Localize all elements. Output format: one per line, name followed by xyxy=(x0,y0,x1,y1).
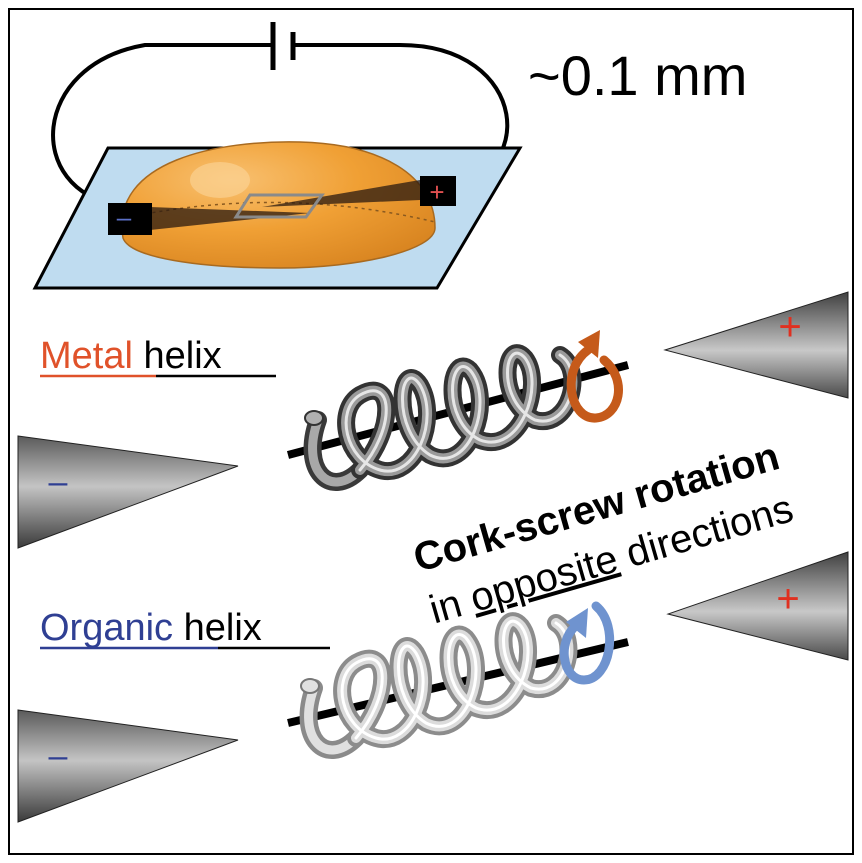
droplet-rim xyxy=(124,201,436,223)
tip-negative-top: – xyxy=(17,435,239,549)
metal-suffix: helix xyxy=(133,335,222,377)
sample-chamber xyxy=(233,193,325,219)
counterclockwise-arrow-icon xyxy=(559,601,615,685)
organic-helix-label: Organic helix xyxy=(40,607,262,649)
droplet-highlight xyxy=(190,162,250,198)
organic-word: Organic xyxy=(40,607,173,649)
tip-positive-bottom: + xyxy=(666,551,849,661)
negative-sign-inset: – xyxy=(117,202,132,232)
positive-electrode: + xyxy=(420,176,456,207)
tip-negative-bottom-sign: – xyxy=(49,737,68,775)
circuit-inset: – + xyxy=(32,22,523,290)
metal-helix-label: Metal helix xyxy=(40,335,222,377)
metal-word: Metal xyxy=(40,335,133,377)
battery-icon xyxy=(270,22,296,70)
tip-positive-bottom-sign: + xyxy=(776,577,799,621)
tip-positive-top: + xyxy=(663,291,849,399)
tip-negative-bottom: – xyxy=(17,709,239,823)
organic-suffix: helix xyxy=(173,607,262,649)
organic-helix xyxy=(287,612,629,759)
positive-sign-inset: + xyxy=(429,177,444,207)
electrode-wedge-left xyxy=(150,207,310,230)
tip-negative-top-sign: – xyxy=(49,463,68,501)
scale-label: ~0.1 mm xyxy=(528,44,747,107)
clockwise-arrow-icon xyxy=(566,330,623,423)
metal-helix xyxy=(286,344,630,491)
electrode-wedge-right xyxy=(262,180,420,207)
negative-electrode: – xyxy=(108,202,152,235)
tip-positive-top-sign: + xyxy=(778,305,801,349)
